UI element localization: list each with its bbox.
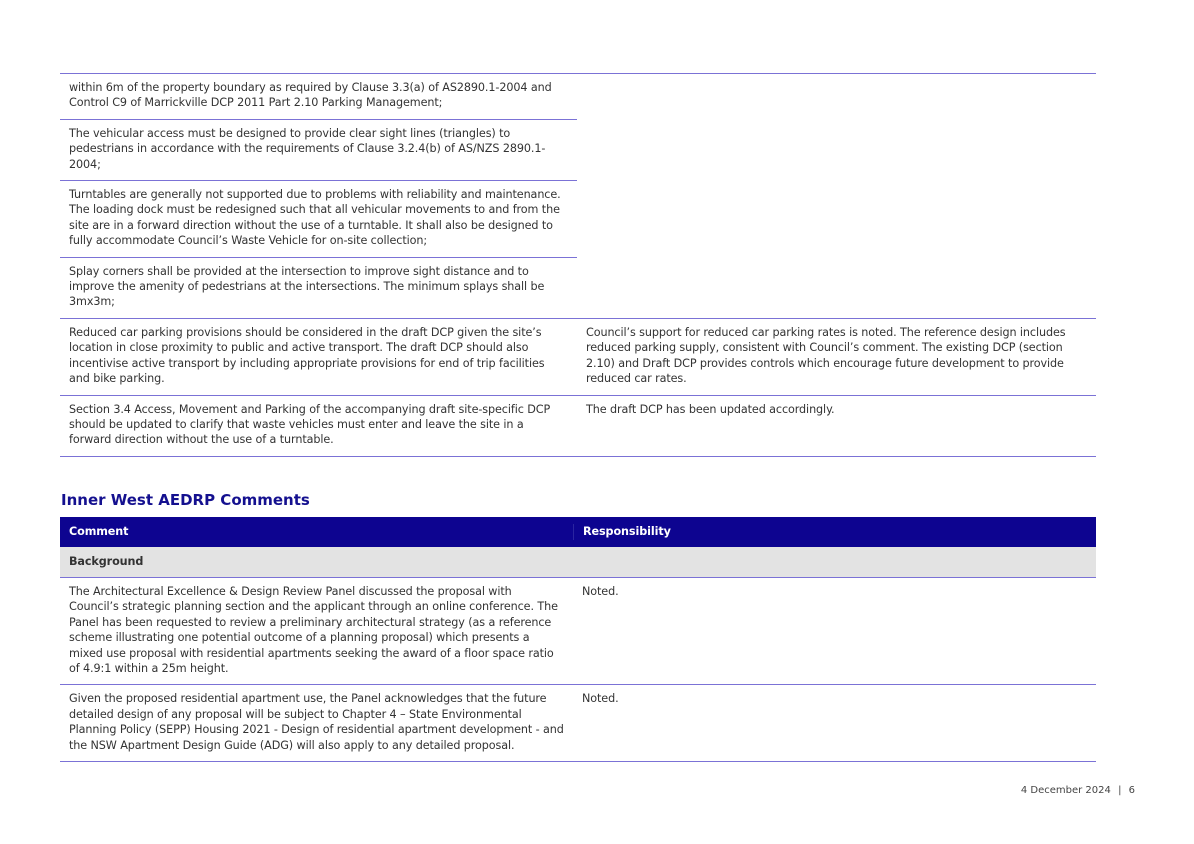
header-comment: Comment (60, 524, 574, 540)
section-title: Inner West AEDRP Comments (61, 491, 310, 509)
comment-cell: The Architectural Excellence & Design Re… (69, 585, 558, 676)
table-row: Turntables are generally not supported d… (60, 181, 1096, 258)
table-row: The Architectural Excellence & Design Re… (60, 578, 1096, 686)
table-row: The vehicular access must be designed to… (60, 120, 1096, 182)
footer-date: 4 December 2024 (1020, 785, 1111, 796)
subheading-row: Background (60, 547, 1096, 578)
table-row: Given the proposed residential apartment… (60, 685, 1096, 763)
comment-cell: Turntables are generally not supported d… (60, 181, 577, 258)
comment-cell: Given the proposed residential apartment… (69, 692, 564, 752)
response-cell: Council’s support for reduced car parkin… (586, 325, 1066, 386)
response-cell: Noted. (582, 692, 619, 706)
comment-cell: within 6m of the property boundary as re… (60, 74, 577, 120)
response-cell: The draft DCP has been updated according… (586, 402, 835, 416)
table-row: Splay corners shall be provided at the i… (60, 258, 1096, 319)
page-footer: 4 December 2024 | 6 (1021, 785, 1135, 796)
table-row: Reduced car parking provisions should be… (60, 319, 1096, 396)
comment-cell: Reduced car parking provisions should be… (69, 325, 545, 386)
footer-separator: | (1118, 785, 1122, 796)
comment-cell: Splay corners shall be provided at the i… (69, 264, 545, 309)
comment-cell: The vehicular access must be designed to… (60, 120, 577, 182)
aedrp-comments-table: Comment Responsibility Background The Ar… (60, 517, 1096, 763)
table-row: within 6m of the property boundary as re… (60, 74, 1096, 120)
table-header: Comment Responsibility (60, 517, 1096, 547)
page-number: 6 (1128, 785, 1135, 796)
comment-cell: Section 3.4 Access, Movement and Parking… (69, 402, 551, 447)
subheading: Background (69, 555, 144, 569)
parking-comments-table: within 6m of the property boundary as re… (60, 73, 1096, 457)
header-responsibility: Responsibility (583, 525, 671, 539)
response-cell: Noted. (582, 585, 619, 598)
table-row: Section 3.4 Access, Movement and Parking… (60, 396, 1096, 457)
